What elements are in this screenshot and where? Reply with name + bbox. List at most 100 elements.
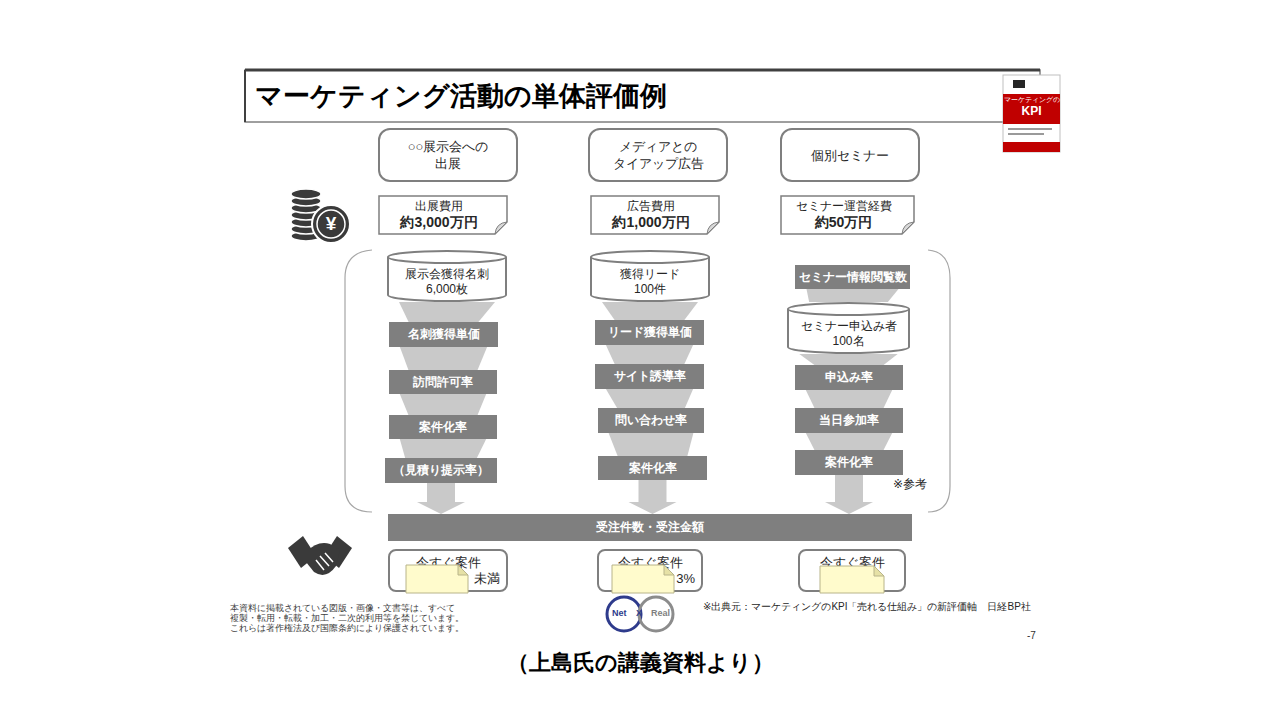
funnel-segment xyxy=(606,345,693,364)
node-text: 100名 xyxy=(832,334,864,349)
frame-bracket xyxy=(928,250,950,512)
coin xyxy=(291,196,321,206)
book-band xyxy=(1003,94,1060,124)
coin xyxy=(291,189,321,199)
coin xyxy=(291,224,321,234)
category-box: メディアとの タイアップ広告 xyxy=(588,128,728,182)
book-line xyxy=(1008,128,1052,130)
node-text: 今すぐ案件 xyxy=(416,555,481,571)
title-frame xyxy=(245,70,1040,122)
node-text: 案件化率 xyxy=(419,419,467,436)
note-paper xyxy=(781,196,914,234)
node-text: 約1,000万円 xyxy=(612,214,689,231)
node-text: 申込み率 xyxy=(825,369,873,386)
funnel-cylinder: 展示会獲得名刺6,000枚 xyxy=(387,250,507,302)
coin xyxy=(291,210,321,220)
node-text: 出展費用 xyxy=(415,199,463,214)
note-fold xyxy=(902,222,914,234)
metric-bar: 訪問許可率 xyxy=(389,370,497,394)
flow-arrow xyxy=(629,480,677,514)
node-text: 受注件数・受注金額 xyxy=(596,519,704,536)
node-text: （見積り提示率） xyxy=(393,462,489,479)
page-number: -7 xyxy=(1027,630,1036,642)
flow-arrow xyxy=(825,475,873,514)
book-mark xyxy=(1013,80,1025,88)
logo-text: Real xyxy=(651,608,670,619)
node-text: 案件化率 xyxy=(825,454,873,471)
node-text: 名刺獲得単価 xyxy=(408,326,480,343)
logo-text: X xyxy=(636,608,642,619)
node-text: 案件化率 xyxy=(629,460,677,477)
coin xyxy=(291,217,321,227)
title-rule xyxy=(244,70,246,122)
copyright-note: これらは著作権法及び国際条約により保護されています。 xyxy=(230,623,464,633)
book-cover xyxy=(1003,75,1060,152)
cost-note: 出展費用約3,000万円 xyxy=(378,195,508,235)
metric-bar: サイト誘導率 xyxy=(595,364,704,389)
coin xyxy=(291,203,321,213)
cylinder-top xyxy=(591,251,709,263)
node-text: 訪問許可率 xyxy=(413,374,473,391)
node-text: 約50万円 xyxy=(815,214,873,231)
coin xyxy=(291,231,321,241)
node-text: メディアとの タイアップ広告 xyxy=(606,138,710,172)
funnel-segment xyxy=(807,289,899,302)
note-fold xyxy=(495,222,507,234)
node-text: サイト誘導率 xyxy=(614,368,686,385)
node-text: セミナー申込み者 xyxy=(801,319,897,334)
note-paper xyxy=(591,196,719,234)
note-fold xyxy=(707,222,719,234)
node-text: 今すぐ案件 xyxy=(820,555,885,571)
logo-ring xyxy=(607,597,641,631)
yen-coin xyxy=(312,205,350,243)
metric-bar: 名刺獲得単価 xyxy=(389,322,498,347)
funnel-segment xyxy=(799,354,897,365)
metric-bar: 案件化率 xyxy=(795,450,903,475)
metric-bar: 案件化率 xyxy=(389,415,497,439)
node-text: セミナー運営経費 xyxy=(796,199,892,214)
result-box: 今すぐ案件3% xyxy=(597,549,703,592)
cylinder-top xyxy=(388,251,506,263)
funnel-cylinder: 獲得リード100件 xyxy=(590,250,710,302)
node-text: セミナー情報閲覧数 xyxy=(799,269,907,286)
category-box: ○○展示会への 出展 xyxy=(378,128,518,182)
metric-bar: 問い合わせ率 xyxy=(598,408,704,433)
funnel-segment xyxy=(400,347,487,370)
node-text: 獲得リード xyxy=(620,267,680,282)
funnel-segment xyxy=(400,439,486,458)
funnel-segment xyxy=(806,390,892,408)
funnel-segment xyxy=(606,389,693,408)
metric-bar: リード獲得単価 xyxy=(595,320,704,345)
book-line xyxy=(1008,133,1044,135)
category-box: 個別セミナー xyxy=(780,128,920,182)
title-rule xyxy=(245,69,1040,72)
reference-note: ※参考 xyxy=(893,477,927,491)
node-text: 6,000枚 xyxy=(426,282,468,297)
cylinder-top xyxy=(788,303,909,315)
slide-caption: （上島氏の講義資料より） xyxy=(0,648,1280,678)
node-text: 展示会獲得名刺 xyxy=(405,267,489,282)
node-text: 広告費用 xyxy=(627,199,675,214)
result-box: 今すぐ案件未満 xyxy=(388,549,508,592)
result-box: 今すぐ案件 xyxy=(798,549,906,592)
metric-bar: 申込み率 xyxy=(795,365,903,390)
frame-bracket xyxy=(345,250,372,512)
node-text: 約3,000万円 xyxy=(400,214,477,231)
handshake-fingers xyxy=(316,553,333,570)
cost-note: セミナー運営経費約50万円 xyxy=(780,195,915,235)
funnel-segment xyxy=(399,302,495,322)
handshake-cuff xyxy=(324,536,352,568)
funnel-cylinder: セミナー申込み者100名 xyxy=(787,302,910,354)
node-text: リード獲得単価 xyxy=(608,324,692,341)
yen-coin-ring xyxy=(317,210,345,238)
flow-arrow xyxy=(417,483,465,514)
cost-note: 広告費用約1,000万円 xyxy=(590,195,720,235)
node-text: 未満 xyxy=(474,571,506,587)
funnel-segment xyxy=(609,433,694,456)
node-text: ○○展示会への 出展 xyxy=(396,138,500,172)
yen-symbol: ¥ xyxy=(320,211,342,237)
book-title: KPI xyxy=(1003,104,1060,118)
handshake-cuff xyxy=(288,536,316,568)
metric-bar: セミナー情報閲覧数 xyxy=(795,265,910,289)
